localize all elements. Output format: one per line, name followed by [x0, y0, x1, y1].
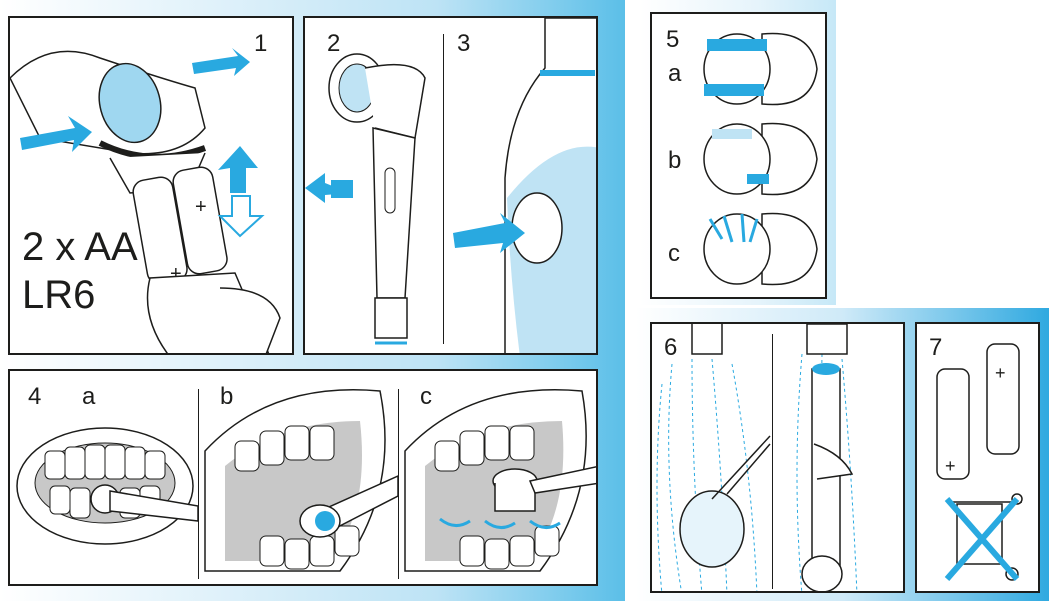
svg-text:+: + [945, 456, 956, 476]
panel-step-7: 7 + + [915, 322, 1040, 593]
panel-step-1: 1 + + 2 x AA LR6 [8, 16, 294, 355]
battery-caption-line1: 2 x AA [22, 223, 138, 271]
svg-text:+: + [195, 196, 207, 218]
panel-step-5: 5 a b c [650, 12, 827, 299]
mouth-brushing-icon [10, 371, 598, 586]
battery-caption-line2: LR6 [22, 271, 138, 319]
panel-step-4: 4 a b c [8, 369, 598, 586]
power-button-icon [512, 193, 562, 263]
battery-caption: 2 x AA LR6 [22, 223, 138, 319]
panel-step-6: 6 [650, 322, 905, 593]
battery-disposal-icon: + + [917, 324, 1040, 593]
panel-step-2-3: 2 3 [303, 16, 598, 355]
svg-text:+: + [995, 363, 1006, 383]
brush-head-icon [305, 18, 598, 355]
rinse-icon [652, 324, 905, 593]
crossed-bin-icon [947, 494, 1022, 580]
bristle-wear-icon [652, 14, 827, 299]
